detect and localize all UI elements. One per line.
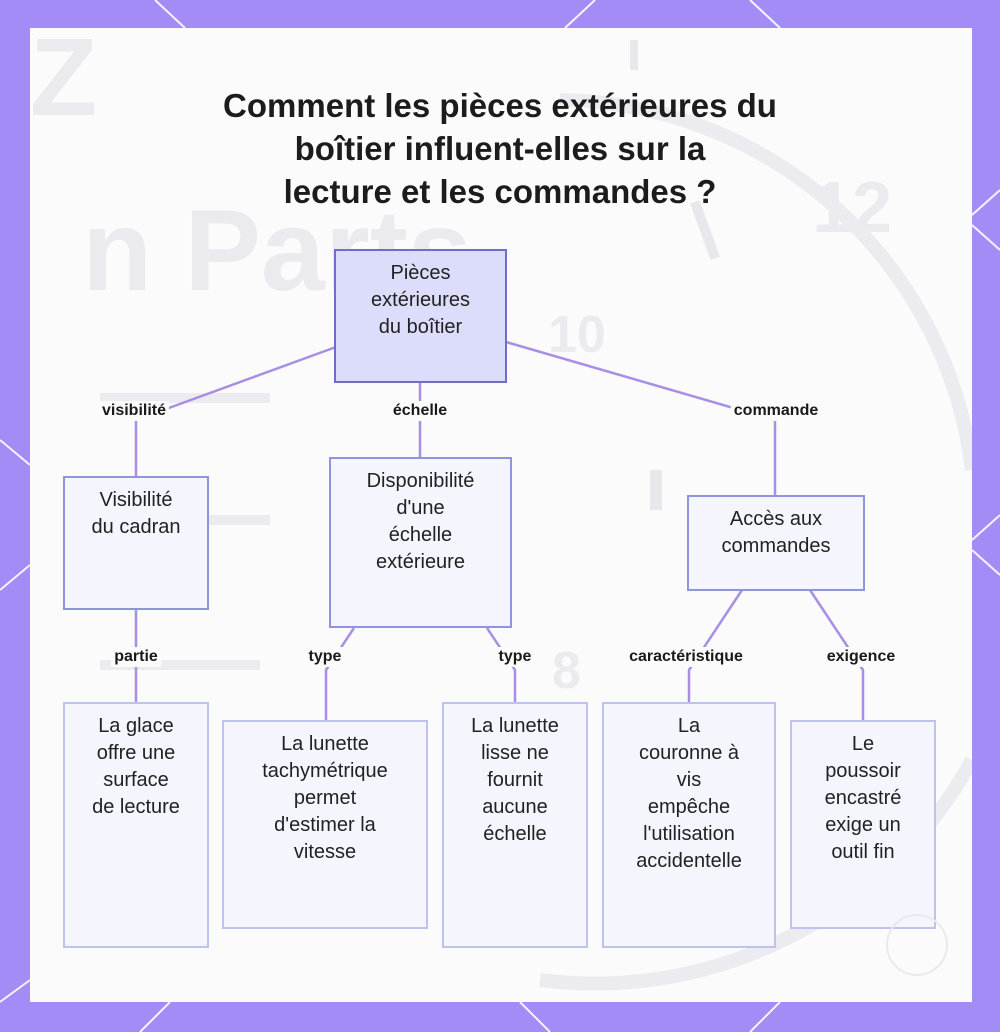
node-line: tachymétrique bbox=[262, 760, 388, 782]
node-line: poussoir bbox=[825, 760, 901, 782]
edge-controls-pusher bbox=[808, 589, 865, 722]
seal-icon bbox=[886, 914, 948, 976]
title-line: Comment les pièces extérieures du bbox=[223, 87, 777, 124]
node-line: échelle bbox=[483, 823, 547, 845]
node-pusher: Le poussoir encastré exige un outil fin bbox=[790, 720, 936, 929]
node-line: aucune bbox=[482, 796, 548, 818]
edge-label-commande: commande bbox=[730, 401, 822, 421]
edge-scale-smooth-bezel bbox=[485, 627, 517, 704]
node-line: Pièces bbox=[390, 262, 451, 284]
node-line: surface bbox=[103, 769, 169, 791]
node-line: exige un bbox=[825, 814, 901, 836]
node-line: permet bbox=[293, 787, 357, 809]
node-smooth-bezel: La lunette lisse ne fournit aucune échel… bbox=[442, 702, 588, 948]
node-line: outil fin bbox=[831, 841, 895, 863]
node-root: Pièces extérieures du boîtier bbox=[334, 249, 507, 383]
node-line: vitesse bbox=[293, 841, 357, 863]
node-line: de lecture bbox=[92, 796, 180, 818]
edge-label-echelle: échelle bbox=[389, 401, 451, 421]
node-line: fournit bbox=[487, 769, 543, 791]
node-line: Le bbox=[851, 733, 875, 755]
edge-controls-screw-crown bbox=[687, 589, 744, 704]
node-line: La lunette bbox=[281, 733, 369, 755]
node-line: d'estimer la bbox=[274, 814, 376, 836]
node-tachymeter: La lunette tachymétrique permet d'estime… bbox=[222, 720, 428, 929]
node-line: lisse ne bbox=[481, 742, 549, 764]
edge-label-exigence: exigence bbox=[823, 647, 899, 667]
svg-text:12: 12 bbox=[812, 168, 892, 248]
node-controls: Accès aux commandes bbox=[687, 495, 865, 591]
node-line: Visibilité bbox=[99, 489, 173, 511]
node-line: l'utilisation bbox=[643, 823, 735, 845]
node-screw-crown: La couronne à vis empêche l'utilisation … bbox=[602, 702, 776, 948]
diagram-title: Comment les pièces extérieures du boîtie… bbox=[0, 84, 1000, 213]
node-line: La lunette bbox=[471, 715, 559, 737]
node-crystal: La glace offre une surface de lecture bbox=[63, 702, 209, 948]
edge-label-visibilite: visibilité bbox=[98, 401, 170, 421]
node-visibility: Visibilité du cadran bbox=[63, 476, 209, 610]
node-line: empêche bbox=[647, 796, 731, 818]
node-line: extérieure bbox=[376, 551, 465, 573]
node-line: couronne à bbox=[638, 742, 740, 764]
svg-text:10: 10 bbox=[548, 306, 606, 364]
node-line: commandes bbox=[721, 535, 831, 557]
edge-label-type: type bbox=[305, 647, 345, 667]
node-line: encastré bbox=[824, 787, 902, 809]
svg-text:Z: Z bbox=[30, 28, 97, 139]
title-line: lecture et les commandes ? bbox=[283, 173, 717, 210]
node-line: du boîtier bbox=[378, 316, 463, 338]
edge-label-type: type bbox=[495, 647, 535, 667]
node-line: échelle bbox=[388, 524, 453, 546]
edge-scale-tachymeter bbox=[324, 627, 356, 722]
node-line: La glace bbox=[98, 715, 174, 737]
node-line: d'une bbox=[396, 497, 445, 519]
node-line: du cadran bbox=[91, 516, 181, 538]
node-line: Accès aux bbox=[729, 508, 823, 530]
node-line: offre une bbox=[96, 742, 176, 764]
node-line: La bbox=[677, 715, 701, 737]
node-line: accidentelle bbox=[636, 850, 742, 872]
title-line: boîtier influent-elles sur la bbox=[294, 130, 706, 167]
node-scale: Disponibilité d'une échelle extérieure bbox=[329, 457, 512, 628]
node-line: extérieures bbox=[371, 289, 470, 311]
svg-text:8: 8 bbox=[552, 642, 581, 700]
edge-label-partie: partie bbox=[111, 647, 161, 667]
node-line: Disponibilité bbox=[366, 470, 475, 492]
node-line: vis bbox=[676, 769, 702, 791]
edge-label-caracteristique: caractéristique bbox=[626, 647, 746, 667]
